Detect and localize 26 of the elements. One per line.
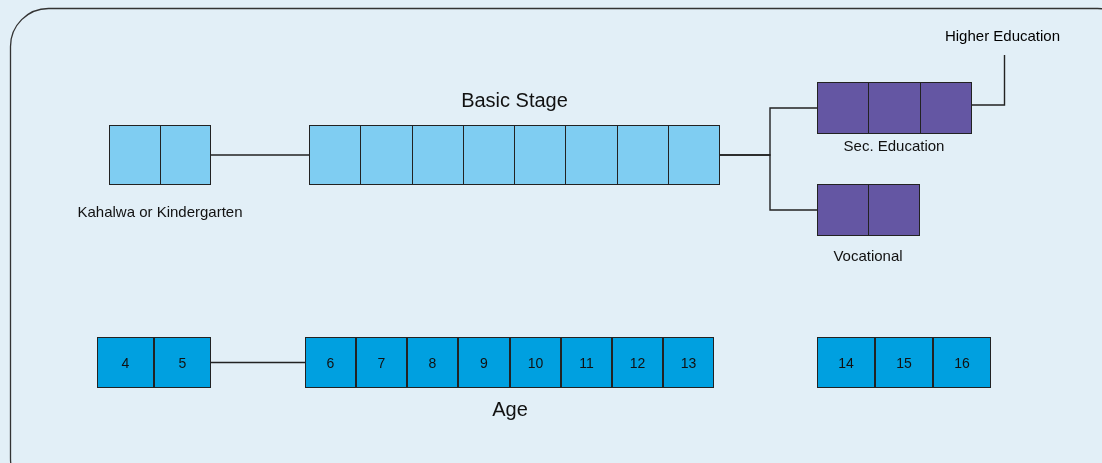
age-cell: 8 xyxy=(407,337,458,388)
stage-bar xyxy=(817,184,920,236)
age-cell: 15 xyxy=(875,337,933,388)
age-cell: 11 xyxy=(561,337,612,388)
stage-caption: Vocational xyxy=(833,247,903,264)
age-cell: 13 xyxy=(663,337,714,388)
connector-line xyxy=(210,154,310,156)
age-cell: 16 xyxy=(933,337,991,388)
connector-line xyxy=(971,54,1006,106)
age-cell: 12 xyxy=(612,337,663,388)
stage-bar xyxy=(109,125,211,185)
age-cell: 5 xyxy=(154,337,211,388)
age-cell: 9 xyxy=(458,337,510,388)
age-cell: 4 xyxy=(97,337,154,388)
stage-heading: Basic Stage xyxy=(461,89,568,112)
age-cell: 6 xyxy=(305,337,356,388)
stage-label: Higher Education xyxy=(930,25,1075,45)
stage-caption: Sec. Education xyxy=(843,137,945,154)
axis-label: Age xyxy=(492,398,528,421)
age-cell: 14 xyxy=(817,337,875,388)
age-cell: 10 xyxy=(510,337,561,388)
connector-line xyxy=(210,361,306,364)
age-cell: 7 xyxy=(356,337,407,388)
stage-bar xyxy=(817,82,972,134)
connector-line xyxy=(719,154,818,211)
stage-caption: Kahalwa or Kindergarten xyxy=(77,203,243,220)
